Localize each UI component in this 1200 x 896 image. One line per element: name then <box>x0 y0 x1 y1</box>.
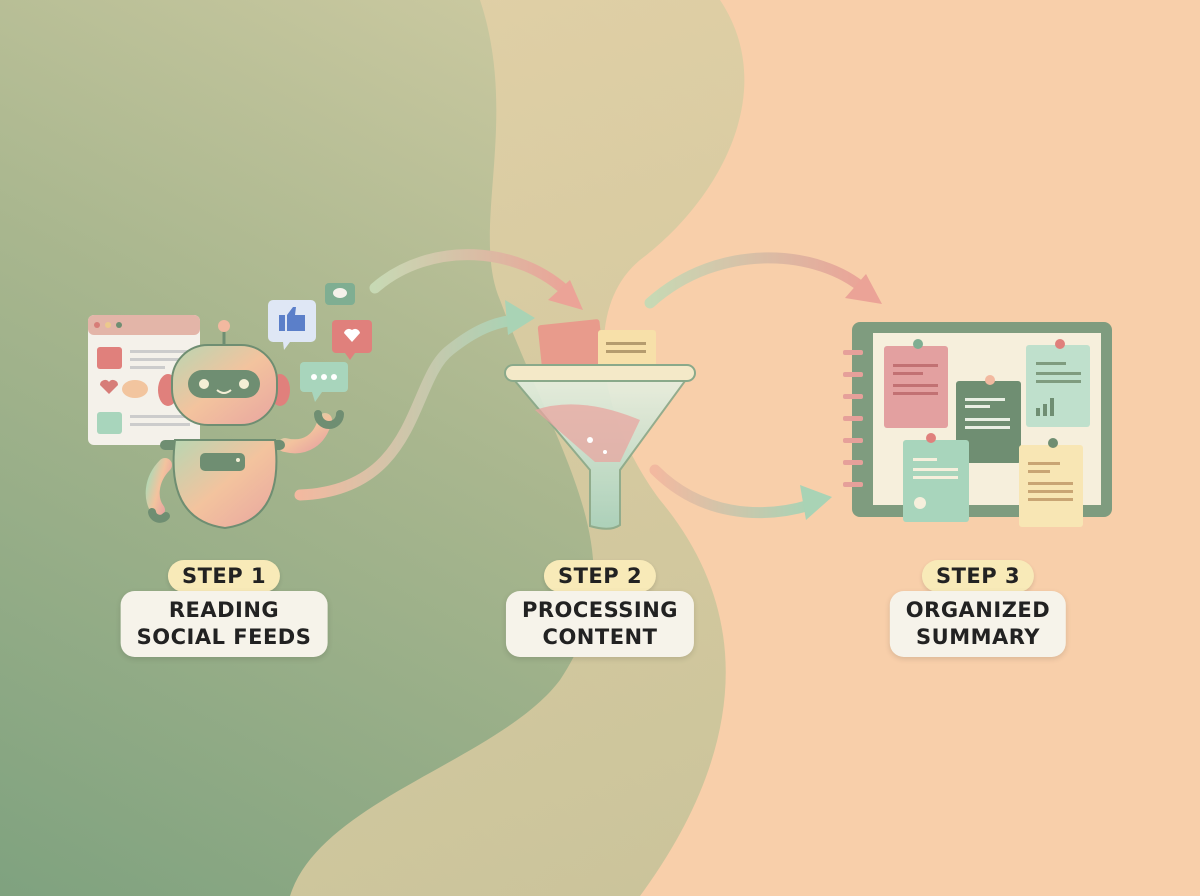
chat-bubble-icon <box>325 283 355 305</box>
robot-icon <box>145 320 344 530</box>
arrow-step2-to-step3-top <box>644 252 882 309</box>
step-2-title: PROCESSING CONTENT <box>505 591 695 657</box>
step-2-title-line1: PROCESSING <box>521 598 679 622</box>
step-3-badge: STEP 3 <box>921 560 1035 592</box>
funnel-icon <box>504 319 696 530</box>
step-3-title-line1: ORGANIZED <box>905 598 1051 622</box>
step-2-title-line2: CONTENT <box>542 625 658 649</box>
typing-bubble-icon <box>300 362 348 402</box>
heart-bubble-icon <box>332 320 372 360</box>
step-1-title: READING SOCIAL FEEDS <box>120 591 328 657</box>
social-feed-window-icon <box>88 315 200 445</box>
step-3-title: ORGANIZED SUMMARY <box>889 591 1067 657</box>
step-2-badge: STEP 2 <box>543 560 657 592</box>
like-bubble-icon <box>268 300 316 350</box>
step-1-title-line1: READING <box>168 598 280 622</box>
step-1-badge: STEP 1 <box>167 560 281 592</box>
arrow-step1-to-step2-top <box>369 249 583 310</box>
step-1-title-line2: SOCIAL FEEDS <box>136 625 312 649</box>
arrow-step1-to-step2-bottom <box>294 300 535 501</box>
arrow-step2-to-step3-bottom <box>649 464 832 520</box>
summary-board-icon <box>843 322 1112 527</box>
step-3-title-line2: SUMMARY <box>916 625 1040 649</box>
